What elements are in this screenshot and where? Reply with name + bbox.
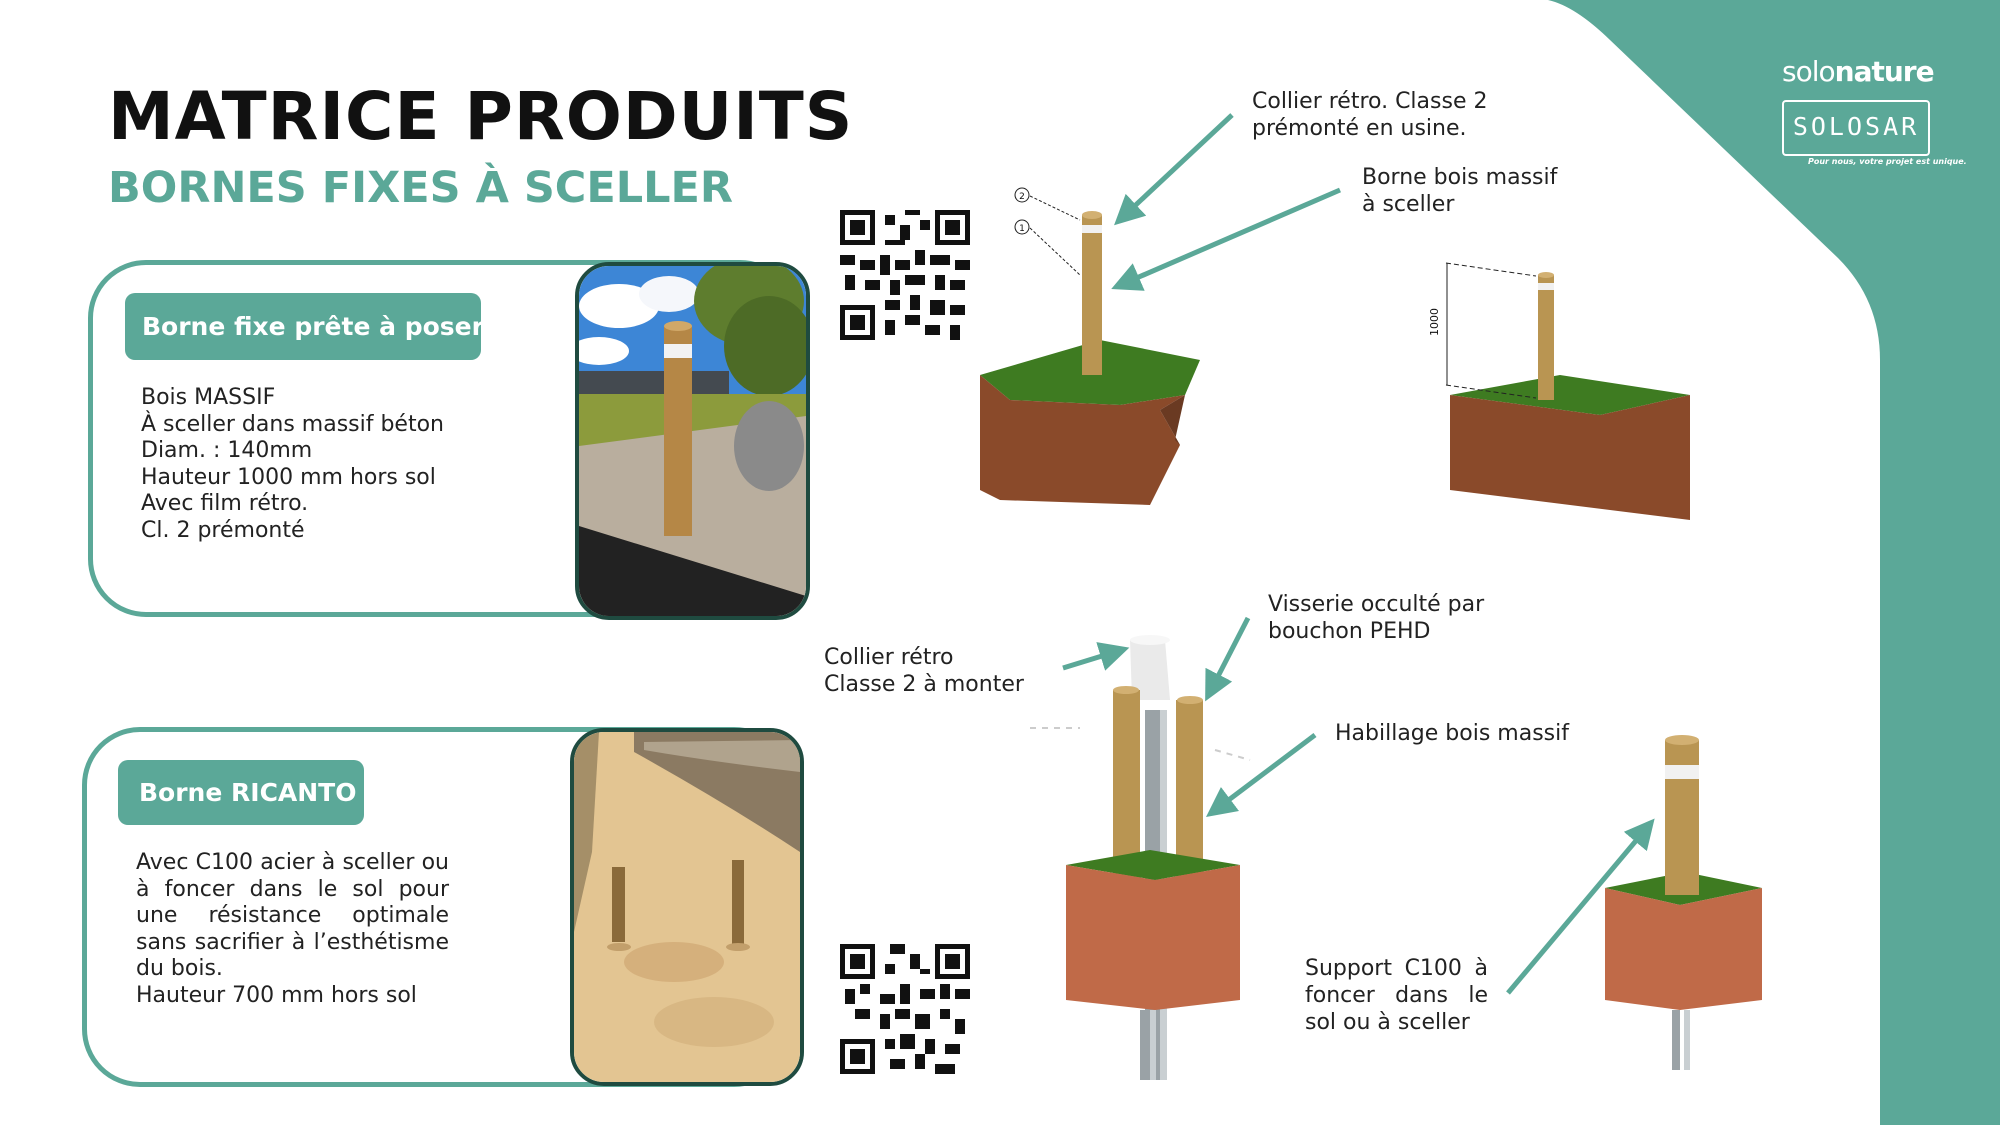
spec-line: Avec film rétro. bbox=[141, 491, 309, 516]
spec-line: Cl. 2 prémonté bbox=[141, 517, 305, 543]
callout-line: prémonté en usine. bbox=[1252, 116, 1467, 141]
spec-line: Hauteur 1000 mm hors sol bbox=[141, 464, 436, 490]
product-name-badge: Borne RICANTO bbox=[118, 760, 364, 825]
callout-line: Borne bois massif bbox=[1362, 165, 1558, 190]
callout-line: Collier rétro. Classe 2 bbox=[1252, 89, 1488, 114]
product-specs: Avec C100 acier à sceller ou à foncer da… bbox=[136, 850, 449, 1009]
callout-visserie: Visserie occulté par bouchon PEHD bbox=[1268, 591, 1484, 645]
callout-collier-premonte: Collier rétro. Classe 2 prémonté en usin… bbox=[1252, 88, 1487, 142]
callout-habillage: Habillage bois massif bbox=[1335, 721, 1569, 746]
brand-name-bold: nature bbox=[1834, 55, 1935, 88]
page-title: MATRICE PRODUITS bbox=[108, 78, 854, 155]
callout-borne-bois: Borne bois massif à sceller bbox=[1362, 164, 1557, 218]
page-subtitle: BORNES FIXES À SCELLER bbox=[108, 163, 734, 213]
qr-code[interactable] bbox=[840, 210, 970, 340]
spec-line: Bois MASSIF bbox=[141, 385, 276, 410]
spec-line: Diam. : 140mm bbox=[141, 438, 313, 463]
callout-line: bouchon PEHD bbox=[1268, 619, 1431, 644]
brand-logo-box: SOLOSAR bbox=[1782, 100, 1930, 156]
spec-line: Avec C100 acier à sceller ou à foncer da… bbox=[136, 850, 449, 981]
callout-line: Classe 2 à monter bbox=[824, 672, 1024, 697]
callout-line: Visserie occulté par bbox=[1268, 592, 1485, 617]
brand-name: solonature bbox=[1782, 55, 1935, 88]
spec-line: Hauteur 700 mm hors sol bbox=[136, 982, 417, 1008]
dimension-label: 1000 bbox=[1428, 308, 1441, 336]
spec-line: À sceller dans massif béton bbox=[141, 411, 444, 437]
qr-code[interactable] bbox=[840, 944, 970, 1074]
callout-support: Support C100 à foncer dans le sol ou à s… bbox=[1305, 956, 1488, 1035]
callout-line: à sceller bbox=[1362, 192, 1455, 217]
product-specs: Bois MASSIF À sceller dans massif béton … bbox=[141, 385, 444, 544]
product-photo-ricanto bbox=[570, 728, 804, 1086]
brand-name-thin: solo bbox=[1782, 55, 1836, 88]
product-name-badge: Borne fixe prête à poser bbox=[125, 293, 484, 360]
brand-logo-box-text: SOLOSAR bbox=[1792, 112, 1920, 141]
product-photo-borne-fixe bbox=[575, 262, 810, 620]
callout-line: Collier rétro bbox=[824, 645, 954, 670]
callout-collier-monter: Collier rétro Classe 2 à monter bbox=[824, 644, 1024, 698]
brand-tagline: Pour nous, votre projet est unique. bbox=[1808, 157, 1967, 166]
